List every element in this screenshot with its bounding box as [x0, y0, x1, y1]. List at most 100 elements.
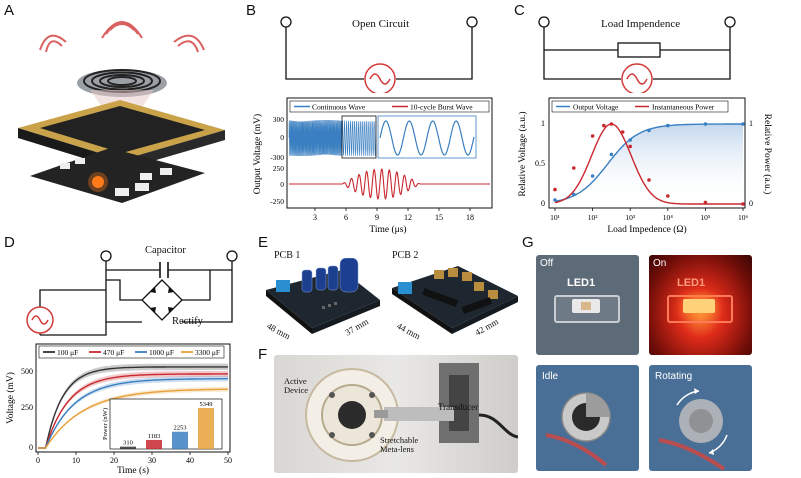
inset-bar [172, 431, 188, 449]
c-ylabel: Relative Voltage (a.u.) [517, 111, 528, 196]
c-ytick-0: 0 [541, 199, 545, 208]
transducer-label: Transducer [438, 402, 479, 412]
d-xlabel: Time (s) [117, 465, 149, 476]
instantaneous-power-point [666, 194, 670, 198]
output-voltage-point [590, 174, 595, 178]
d-ytick-500: 500 [21, 367, 33, 376]
d-ytick-0: 0 [29, 443, 33, 452]
chart-c: Output Voltage Instantaneous Power 1 0.5… [517, 97, 773, 235]
c-xtick-label: 10³ [625, 213, 636, 222]
active-device-label: Active Device [284, 376, 309, 395]
led-text-on: LED1 [677, 277, 706, 289]
d-xtick-label: 30 [148, 456, 156, 465]
b-xlabel: Time (μs) [369, 224, 406, 235]
b-ytick-300: 300 [273, 115, 285, 124]
c-xlabel: Load Impedence (Ω) [607, 224, 686, 235]
panel-letter-b: B [246, 2, 257, 19]
output-voltage-point [703, 122, 708, 126]
device-illustration [18, 21, 225, 203]
b-xtick-label: 12 [404, 213, 412, 222]
output-voltage-area [555, 124, 743, 204]
output-voltage-point [609, 152, 614, 157]
on-label: On [653, 258, 667, 269]
chart-b: Continuous Wave 10-cycle Burst Wave 300 … [252, 97, 493, 235]
inset-bar [120, 446, 136, 449]
continuous-wave-zoom-line [379, 120, 475, 156]
output-voltage-point [647, 128, 651, 133]
inset-bar [198, 407, 214, 449]
pcb2-label: PCB 2 [392, 250, 419, 261]
output-voltage-point [741, 122, 745, 126]
b-ytick-m250: -250 [270, 197, 284, 206]
instantaneous-power-point [602, 123, 606, 128]
inset-bar [146, 439, 162, 449]
inset-bar-label: 1183 [148, 433, 161, 440]
b-ytick-0-bottom: 0 [280, 180, 284, 189]
instantaneous-power-point [703, 200, 708, 205]
panel-letter-e: E [258, 234, 269, 251]
d-series-line [38, 373, 228, 449]
d-series-line [38, 388, 228, 449]
panel-letter-c: C [514, 2, 525, 19]
rotating-label: Rotating [655, 371, 693, 382]
c-xtick-label: 10¹ [550, 213, 560, 222]
pcb-photos [266, 258, 518, 334]
capacitor-label: Capacitor [145, 245, 186, 256]
output-voltage-point [572, 192, 576, 197]
instantaneous-power-point [628, 144, 632, 149]
c-xtick-label: 10⁴ [663, 213, 674, 222]
legend-continuous-wave: Continuous Wave [312, 103, 366, 112]
c-ytick-1: 1 [541, 119, 545, 128]
metalens-setup-photo [274, 355, 518, 473]
d-series-band [38, 375, 228, 448]
d-ylabel: Voltage (mV) [5, 372, 16, 424]
d-ytick-250: 250 [21, 403, 33, 412]
d-xtick-label: 20 [110, 456, 118, 465]
led-on-photo [649, 255, 752, 355]
rectify-label: Rectify [172, 316, 203, 327]
led-text-off: LED1 [567, 277, 596, 289]
panel-letter-a: A [4, 2, 15, 19]
pcb1-label: PCB 1 [274, 250, 301, 261]
d-xtick-label: 10 [72, 456, 80, 465]
legend-instantaneous-power: Instantaneous Power [652, 103, 715, 112]
b-ytick-0-top: 0 [280, 133, 284, 142]
instantaneous-power-point [647, 178, 651, 182]
d-legend-label: 470 μF [103, 348, 124, 357]
c-ytick-05: 0.5 [535, 159, 545, 168]
c-ytick-right-1: 1 [749, 119, 753, 128]
output-voltage-point [628, 138, 632, 142]
output-voltage-point [553, 198, 557, 202]
instantaneous-power-point [553, 187, 557, 192]
c-ylabel-right: Relative Power (a.u.) [762, 114, 773, 195]
c-ytick-right-0: 0 [749, 199, 753, 208]
led-off-photo [536, 255, 639, 355]
b-ylabel: Output Voltage (mV) [252, 114, 263, 194]
d-series-line [38, 378, 228, 449]
panel-letter-f: F [258, 346, 268, 363]
legend-burst-wave: 10-cycle Burst Wave [410, 103, 473, 112]
continuous-wave-line-zoomed-region [341, 120, 377, 157]
inset-bar-label: 5349 [200, 401, 213, 408]
instantaneous-power-point [620, 130, 625, 134]
rectifier-circuit-diagram [26, 250, 238, 336]
open-circuit-title: Open Circuit [352, 18, 410, 30]
load-circuit-title: Load Impendence [601, 18, 681, 30]
off-label: Off [540, 258, 554, 269]
metalens-label: Stretchable Meta-lens [380, 435, 419, 454]
d-legend-label: 100 μF [57, 348, 78, 357]
instantaneous-power-point [609, 122, 614, 126]
burst-wave-line [289, 168, 490, 200]
output-voltage-point [666, 123, 670, 128]
idle-label: Idle [542, 371, 559, 382]
d-xtick-label: 50 [224, 456, 232, 465]
instantaneous-power-point [572, 166, 576, 170]
legend-output-voltage: Output Voltage [573, 103, 619, 112]
load-circuit-diagram [538, 16, 736, 93]
b-xtick-label: 9 [375, 213, 379, 222]
c-xtick-label: 10⁶ [738, 213, 749, 222]
d-xtick-label: 40 [186, 456, 194, 465]
d-legend-label: 1000 μF [149, 348, 174, 357]
b-xtick-label: 15 [435, 213, 443, 222]
b-ytick-m300: -300 [270, 153, 284, 162]
